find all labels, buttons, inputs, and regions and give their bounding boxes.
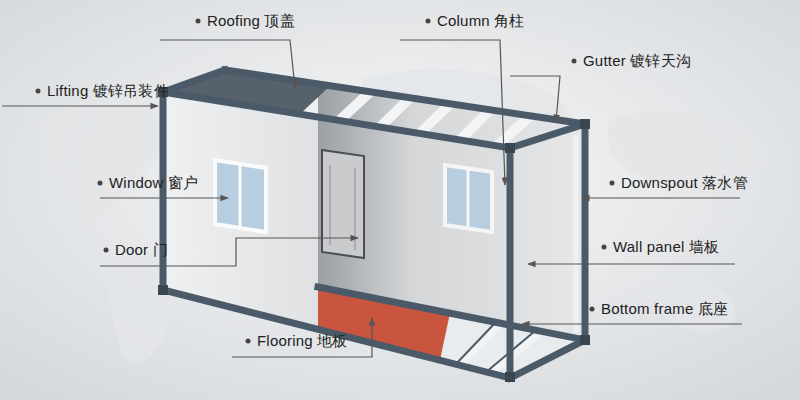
steel-frame: [163, 70, 585, 378]
corner-castings-part: [580, 335, 590, 345]
part-label: Wall panel 墙板: [613, 238, 719, 256]
label-dots-part: [104, 248, 109, 253]
leader-lines-part: [510, 76, 560, 122]
steel-frame-part: [582, 124, 589, 340]
floor-beam-edge: [455, 323, 495, 365]
leader-lines-part: [2, 105, 158, 106]
door-panel: [330, 165, 331, 245]
leader-lines-part: [582, 197, 740, 198]
roof-purlins-part: [380, 98, 410, 127]
leader-lines-part: [160, 40, 295, 88]
corner-castings-part: [505, 372, 515, 382]
roof-purlins-part: [340, 92, 370, 120]
window-mullion: [239, 164, 242, 228]
leader-lines-part: [522, 323, 742, 324]
leader-lines-part: [232, 318, 372, 357]
label-dots-part: [602, 245, 607, 250]
steel-frame-part: [318, 287, 585, 340]
label-dots-part: [246, 339, 251, 344]
steel-frame-part: [163, 70, 225, 92]
corner-castings-part: [505, 143, 515, 153]
label-dots-part: [196, 19, 201, 24]
downspout: [574, 135, 579, 333]
steel-frame-part: [507, 148, 514, 378]
steel-frame-part: [163, 290, 510, 378]
door: [322, 150, 364, 258]
part-label: Roofing 顶盖: [207, 12, 295, 30]
leader-lines-part: [100, 197, 228, 198]
part-label: Downspout 落水管: [621, 174, 748, 192]
part-label: Flooring 地板: [257, 332, 348, 350]
floor-beam: [460, 323, 500, 365]
steel-frame-part: [510, 124, 585, 148]
steel-frame-part: [225, 70, 585, 124]
steel-frame-part: [163, 92, 510, 148]
window-mullion: [467, 168, 470, 229]
part-label: Column 角柱: [437, 12, 525, 30]
label-dots-part: [590, 307, 595, 312]
corner-castings: [158, 87, 590, 382]
container-house: [158, 70, 590, 382]
label-dots-part: [426, 19, 431, 24]
part-label: Gutter 镀锌天沟: [583, 52, 691, 70]
leader-lines-part: [400, 40, 505, 185]
label-dots-part: [98, 181, 103, 186]
front-window: [215, 160, 266, 232]
back-window: [445, 165, 492, 232]
part-label: Window 窗户: [109, 174, 198, 192]
world-map-part: [40, 100, 170, 230]
label-dots-part: [572, 59, 577, 64]
label-dots: [36, 19, 615, 344]
part-label: Lifting 镀锌吊装件: [47, 82, 169, 100]
leader-lines-part: [528, 263, 735, 264]
leader-lines: [2, 40, 742, 357]
label-dots-part: [610, 181, 615, 186]
steel-frame-part: [510, 340, 585, 378]
part-label: Door 门: [115, 241, 168, 259]
corner-castings-part: [580, 119, 590, 129]
roof-purlins-part: [460, 110, 490, 140]
corner-castings-part: [158, 285, 168, 295]
leader-lines-part: [100, 238, 358, 266]
world-map: [40, 70, 770, 365]
roof-purlins-part: [420, 104, 450, 133]
label-dots-part: [36, 89, 41, 94]
part-label: Bottom frame 底座: [601, 300, 728, 318]
